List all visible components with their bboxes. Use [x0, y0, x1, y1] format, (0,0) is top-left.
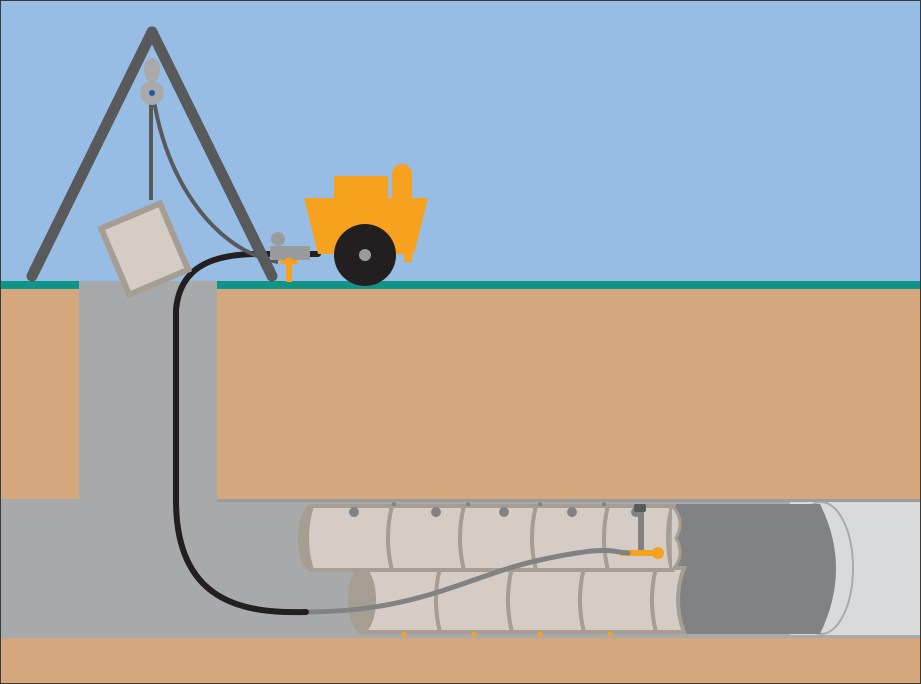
- liner-segment: [578, 566, 659, 634]
- liner-segment: [386, 504, 467, 572]
- lift-cable-curve: [150, 83, 279, 264]
- tripod: [26, 26, 279, 282]
- ground-line: [0, 281, 921, 289]
- soil-lower: [0, 637, 921, 684]
- coupling-body: [270, 246, 310, 260]
- nozzle-stem: [638, 508, 644, 554]
- material-bucket-icon: [97, 199, 193, 299]
- nozzle-bar: [620, 550, 660, 556]
- hose-coupling: [270, 232, 310, 282]
- liner-upper-row: [298, 502, 682, 572]
- coupling-stand: [286, 258, 292, 282]
- rivet: [602, 502, 606, 506]
- bucket-face: [105, 207, 185, 291]
- nozzle-tip: [652, 547, 664, 559]
- rivet: [401, 631, 407, 637]
- machine-rear-foot: [404, 250, 412, 262]
- rivet: [471, 631, 477, 637]
- coupling-foot: [280, 260, 298, 264]
- tripod-left-leg: [26, 26, 158, 282]
- orange-winch-machine-icon: [304, 164, 428, 286]
- pulley-axle: [149, 90, 155, 96]
- liner-segment: [305, 504, 395, 572]
- rivet: [537, 631, 543, 637]
- seam-dot: [499, 507, 509, 517]
- liner-segment: [650, 566, 687, 634]
- feed-line: [303, 548, 631, 615]
- rivet: [607, 631, 613, 637]
- seam-dot: [349, 507, 359, 517]
- injection-nozzle: [620, 504, 664, 559]
- rivet: [392, 502, 396, 506]
- host-pipe: [669, 501, 921, 635]
- machine-wheel-hub: [359, 249, 371, 261]
- liner-upper-end: [670, 504, 682, 572]
- liner-lower-row: [348, 566, 687, 637]
- gauge-knob: [271, 232, 285, 246]
- liner-front-rim: [348, 567, 376, 633]
- pulley-hanger: [144, 58, 160, 82]
- tripod-right-leg: [146, 26, 278, 282]
- liner-segment: [506, 566, 587, 634]
- seam-dot: [567, 507, 577, 517]
- rivet: [466, 502, 470, 506]
- hose: [173, 251, 321, 616]
- access-pit: [79, 281, 217, 511]
- nozzle-cap: [634, 504, 646, 512]
- machine-top-box: [334, 176, 388, 200]
- old-pipe-section: [669, 504, 836, 634]
- rivet: [538, 502, 542, 506]
- seam-dot: [431, 507, 441, 517]
- liner-segment: [458, 504, 539, 572]
- trench-top-shade: [217, 499, 921, 502]
